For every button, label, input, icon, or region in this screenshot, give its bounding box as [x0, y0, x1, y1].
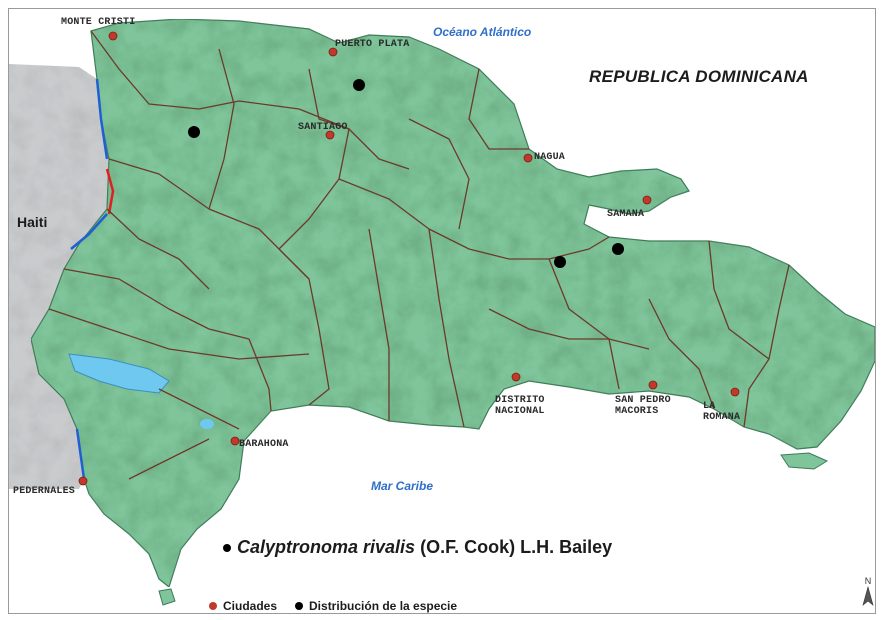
- label-barahona: BARAHONA: [239, 439, 289, 450]
- label-santiago: SANTIAGO: [298, 122, 348, 133]
- city-marker-puerto-plata: [328, 47, 338, 57]
- haiti-land: [9, 64, 109, 489]
- label-haiti: Haiti: [17, 214, 48, 230]
- species-record-4: [612, 243, 624, 255]
- legend-item-cities: Ciudades: [209, 599, 277, 613]
- label-samana: SAMANA: [607, 209, 645, 220]
- isla-beata: [158, 588, 176, 606]
- species-record-1: [353, 79, 365, 91]
- species-dot-icon: [223, 544, 231, 553]
- map-frame: MONTE CRISTI PUERTO PLATA SANTIAGO NAGUA…: [8, 8, 876, 614]
- city-marker-la-romana: [730, 387, 740, 397]
- label-sea: Mar Caribe: [371, 479, 434, 493]
- city-markers: [78, 31, 740, 486]
- label-nagua: NAGUA: [534, 152, 566, 163]
- label-san-pedro-macoris: SAN PEDRO MACORIS: [615, 395, 671, 417]
- city-marker-san-pedro-macoris: [648, 380, 658, 390]
- label-puerto-plata: PUERTO PLATA: [335, 39, 410, 50]
- city-marker-nagua: [523, 153, 533, 163]
- species-dot-legend-icon: [295, 602, 304, 610]
- lago-enriquillo: [68, 353, 170, 394]
- coast-blue-sw: [75, 428, 86, 480]
- city-marker-santiago: [325, 130, 335, 140]
- city-marker-barahona: [230, 436, 240, 446]
- city-marker-distrito-nacional: [511, 372, 521, 382]
- laguna-rincon: [200, 419, 214, 429]
- species-caption: Calyptronoma rivalis (O.F. Cook) L.H. Ba…: [223, 537, 612, 558]
- dominican-republic-land: [30, 18, 875, 589]
- species-markers: [188, 79, 624, 268]
- legend-distribution-label: Distribución de la especie: [309, 599, 458, 613]
- dominican-republic-map: [9, 18, 875, 606]
- coast-blue-w: [70, 213, 108, 250]
- species-authority: (O.F. Cook) L.H. Bailey: [420, 537, 613, 557]
- label-la-romana: LA ROMANA: [703, 401, 741, 423]
- coast-blue-nw: [95, 78, 109, 160]
- label-ocean: Océano Atlántico: [433, 25, 532, 39]
- legend-item-distribution: Distribución de la especie: [295, 599, 457, 613]
- city-marker-samana: [642, 195, 652, 205]
- map-title: REPUBLICA DOMINICANA: [589, 67, 809, 86]
- isla-saona: [780, 452, 829, 470]
- haiti-border-red: [105, 168, 115, 215]
- species-record-2: [188, 126, 200, 138]
- species-record-3: [554, 256, 566, 268]
- north-label: N: [865, 576, 872, 586]
- label-distrito-nacional: DISTRITO NACIONAL: [495, 395, 545, 417]
- label-monte-cristi: MONTE CRISTI: [61, 17, 136, 28]
- city-marker-monte-cristi: [108, 31, 118, 41]
- legend: Ciudades Distribución de la especie: [209, 599, 475, 613]
- city-marker-pedernales: [78, 476, 88, 486]
- legend-cities-label: Ciudades: [223, 599, 278, 613]
- city-dot-icon: [209, 602, 217, 610]
- province-boundaries: [48, 30, 790, 480]
- species-name: Calyptronoma rivalis: [237, 537, 416, 557]
- north-arrow-icon: N: [862, 576, 874, 606]
- label-pedernales: PEDERNALES: [13, 486, 76, 497]
